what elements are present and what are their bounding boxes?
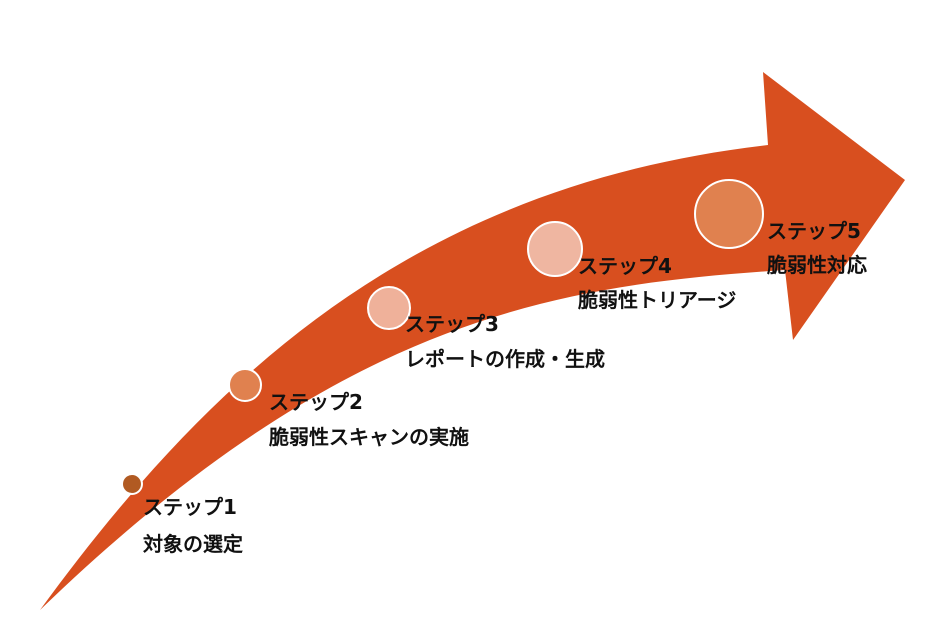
step-3-title: ステップ3 — [405, 312, 499, 336]
step-4-circle — [527, 221, 583, 277]
step-1-circle — [121, 473, 143, 495]
step-2-label: 脆弱性スキャンの実施 — [269, 425, 469, 449]
step-4-label: 脆弱性トリアージ — [578, 288, 736, 312]
step-5-title: ステップ5 — [767, 219, 861, 243]
step-3-label: レポートの作成・生成 — [405, 347, 605, 371]
step-1-label: 対象の選定 — [142, 532, 243, 556]
step-2-circle — [228, 368, 262, 402]
step-2-title: ステップ2 — [269, 390, 363, 414]
step-1-title: ステップ1 — [143, 495, 237, 519]
step-4-title: ステップ4 — [578, 254, 672, 278]
step-3-circle — [367, 286, 411, 330]
progress-arrow — [40, 72, 905, 610]
step-5-label: 脆弱性対応 — [767, 253, 867, 277]
step-5-circle — [694, 179, 764, 249]
